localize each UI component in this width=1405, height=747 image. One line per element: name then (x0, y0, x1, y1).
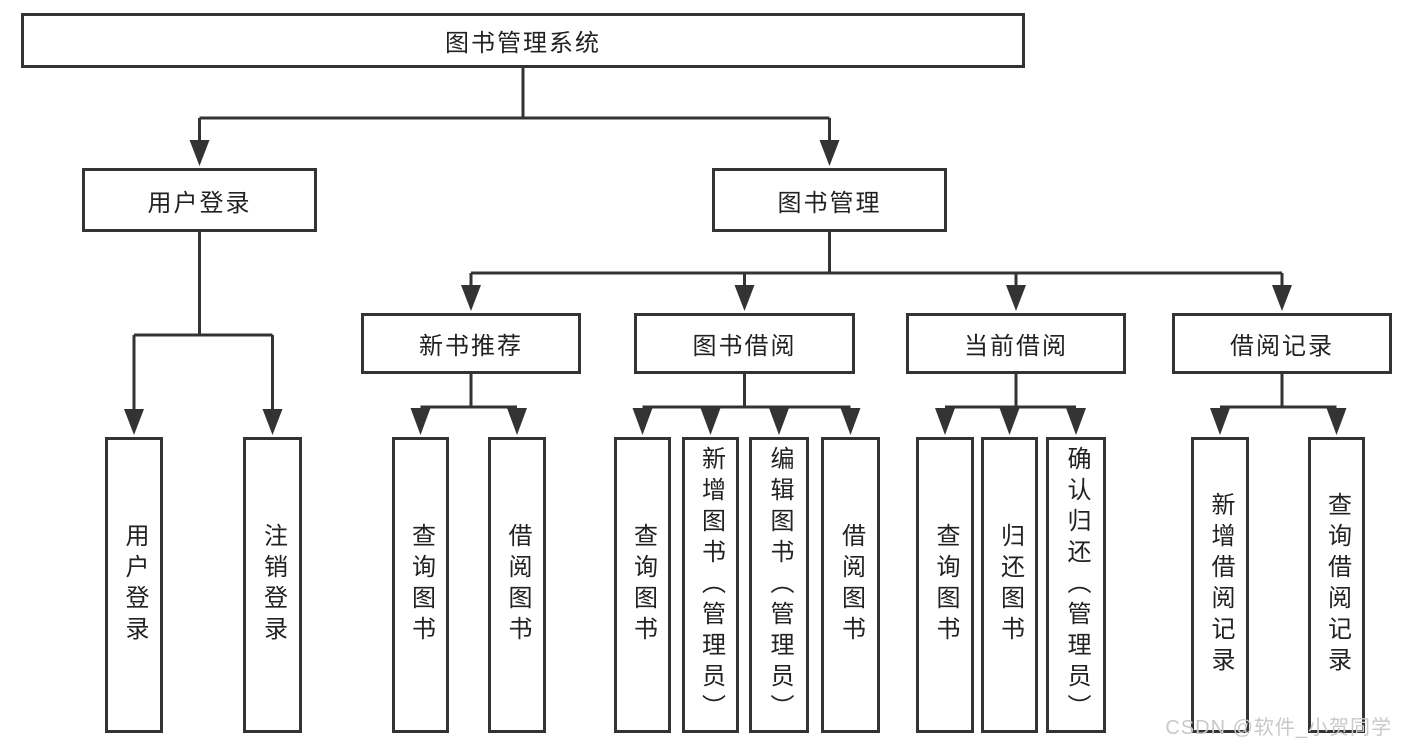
leaf-borrow-query: 查询图书 (614, 437, 671, 733)
leaf-current-query-label: 查询图书 (932, 523, 959, 647)
leaf-current-confirm-admin-label: 确认归还（管理员） (1063, 445, 1090, 725)
node-book-borrowing: 图书借阅 (634, 313, 855, 374)
node-root-system-label: 图书管理系统 (445, 30, 601, 57)
node-book-management: 图书管理 (712, 168, 947, 232)
leaf-borrow-borrow: 借阅图书 (821, 437, 880, 733)
leaf-user-login-label: 用户登录 (121, 523, 148, 647)
leaf-borrow-borrow-label: 借阅图书 (837, 523, 865, 647)
leaf-current-query: 查询图书 (916, 437, 974, 733)
leaf-records-add-label: 新增借阅记录 (1207, 492, 1234, 678)
leaf-user-login: 用户登录 (105, 437, 163, 733)
csdn-watermark: CSDN @软件_小贺同学 (1165, 717, 1392, 739)
node-book-borrowing-label: 图书借阅 (692, 333, 797, 360)
node-current-borrowing: 当前借阅 (906, 313, 1126, 374)
leaf-newbook-query-label: 查询图书 (407, 523, 435, 647)
node-new-book-recommend-label: 新书推荐 (419, 333, 523, 360)
node-borrowing-records: 借阅记录 (1172, 313, 1392, 374)
connector-trunk-lines (132, 68, 1337, 412)
leaf-current-return: 归还图书 (981, 437, 1038, 733)
node-borrowing-records-label: 借阅记录 (1230, 333, 1334, 360)
leaf-newbook-borrow: 借阅图书 (488, 437, 546, 733)
leaf-logout-label: 注销登录 (259, 523, 287, 647)
leaf-borrow-add-admin-label: 新增图书（管理员） (697, 445, 725, 725)
leaf-records-query-label: 查询借阅记录 (1323, 492, 1351, 678)
leaf-logout: 注销登录 (243, 437, 302, 733)
leaf-borrow-query-label: 查询图书 (629, 523, 657, 647)
node-new-book-recommend: 新书推荐 (361, 313, 581, 374)
leaf-current-confirm-admin: 确认归还（管理员） (1046, 437, 1106, 733)
leaf-records-query: 查询借阅记录 (1308, 437, 1365, 733)
node-user-login-label: 用户登录 (147, 189, 252, 217)
leaf-newbook-query: 查询图书 (392, 437, 449, 733)
leaf-current-return-label: 归还图书 (996, 523, 1024, 647)
node-root-system: 图书管理系统 (21, 13, 1025, 68)
leaf-borrow-add-admin: 新增图书（管理员） (682, 437, 739, 733)
node-current-borrowing-label: 当前借阅 (964, 333, 1068, 360)
leaf-borrow-edit-admin: 编辑图书（管理员） (749, 437, 809, 733)
leaf-newbook-borrow-label: 借阅图书 (504, 523, 531, 647)
node-user-login: 用户登录 (82, 168, 317, 232)
arrowhead-icons (124, 140, 1347, 435)
node-book-management-label: 图书管理 (777, 189, 882, 217)
leaf-records-add: 新增借阅记录 (1191, 437, 1249, 733)
leaf-borrow-edit-admin-label: 编辑图书（管理员） (766, 445, 793, 725)
